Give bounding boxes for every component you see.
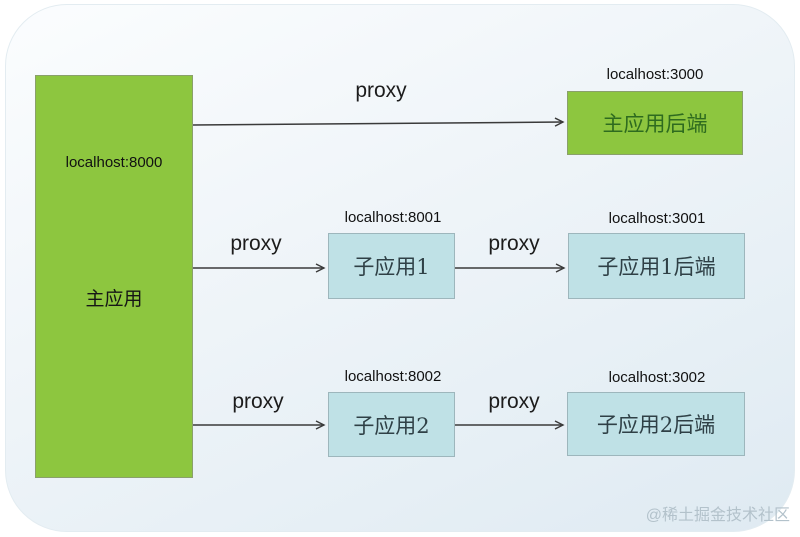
sub-app-1-title: 子应用1 [353,255,430,279]
sub-app-2-title: 子应用2 [353,413,430,438]
node-sub-app-2: 子应用2 [328,392,455,457]
proxy-label-main-backend: proxy [355,79,407,102]
node-main-backend: 主应用后端 [567,91,743,155]
proxy-label-sub-2-backend: proxy [488,390,540,413]
sub-backend-2-title: 子应用2后端 [596,413,716,437]
node-sub-backend-1: 子应用1后端 [568,233,745,299]
sub-backend-2-host-label: localhost:3002 [608,369,706,386]
main-backend-title: 主应用后端 [602,112,708,136]
node-sub-app-1: 子应用1 [328,233,455,299]
main-app-host-label: localhost:8000 [65,154,163,171]
node-sub-backend-2: 子应用2后端 [567,392,745,456]
watermark-text: @稀土掘金技术社区 [645,507,790,524]
sub-backend-1-title: 子应用1后端 [597,255,716,279]
node-main-app: localhost:8000 主应用 [35,75,193,478]
sub-backend-1-host-label: localhost:3001 [608,210,706,227]
proxy-label-sub-1: proxy [230,232,282,255]
main-app-title: 主应用 [85,288,143,310]
proxy-label-sub-1-backend: proxy [488,232,540,255]
main-backend-host-label: localhost:3000 [606,66,704,83]
sub-app-2-host-label: localhost:8002 [344,368,442,385]
sub-app-1-host-label: localhost:8001 [344,209,442,226]
proxy-label-sub-2: proxy [232,390,284,413]
